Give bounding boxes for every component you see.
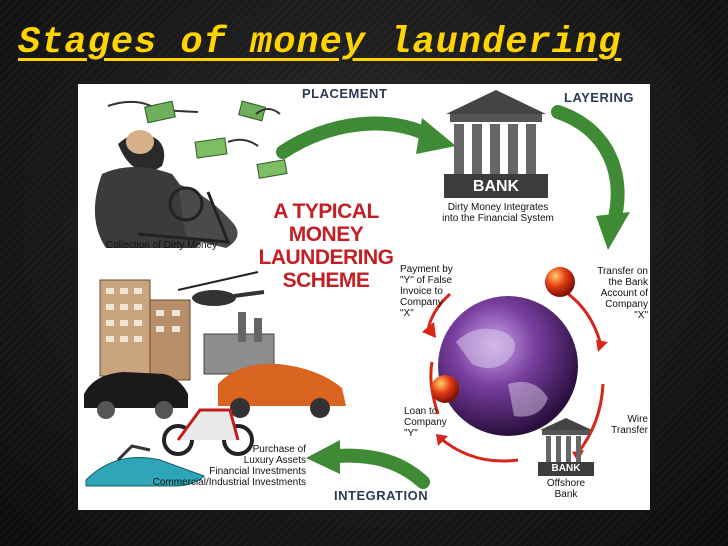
stage-label-integration: INTEGRATION [334, 488, 429, 503]
money-hands-illustration [94, 100, 288, 248]
money-laundering-diagram: PLACEMENT LAYERING INTEGRATION A TYPICAL… [78, 84, 650, 510]
node-ball-loan [431, 375, 459, 403]
globe-illustration [438, 296, 578, 436]
slide-title: Stages of money laundering [18, 22, 622, 64]
offshore-bank-caption: Offshore Bank [546, 478, 586, 500]
offshore-bank-word: BANK [551, 463, 581, 474]
main-bank-caption: Dirty Money Integrates into the Financia… [442, 202, 554, 224]
integration-arrow [306, 440, 430, 489]
scheme-title: A TYPICAL MONEY LAUNDERING SCHEME [258, 200, 395, 292]
label-loan: Loan to Company "Y" [404, 406, 447, 439]
offshore-bank-illustration [538, 418, 594, 476]
main-bank-illustration [444, 90, 548, 198]
label-purchase: Purchase of Luxury Assets Financial Inve… [152, 444, 306, 488]
stage-label-layering: LAYERING [564, 90, 634, 105]
node-ball-transfer [545, 267, 575, 297]
diagram-artwork [84, 90, 630, 489]
stage-label-placement: PLACEMENT [302, 86, 388, 101]
luxury-assets-illustration [84, 271, 346, 487]
placement-arrow [276, 116, 456, 159]
main-bank-word: BANK [472, 178, 520, 195]
label-transfer: Transfer on the Bank Account of Company … [597, 266, 648, 321]
layering-arrow [551, 105, 630, 250]
label-payment: Payment by "Y" of False Invoice to Compa… [400, 264, 453, 319]
label-collection: Collection of Dirty Money [106, 240, 218, 251]
label-wire: Wire Transfer [611, 414, 648, 436]
